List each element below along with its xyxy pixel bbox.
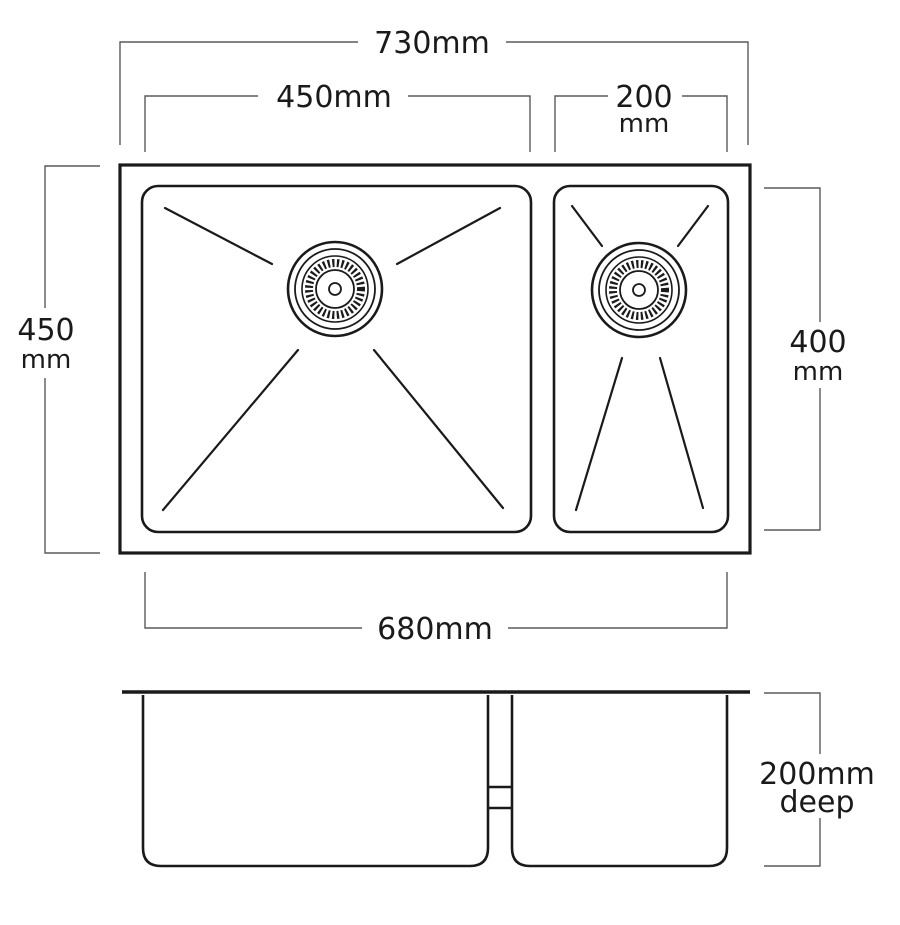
dim-bowl-depth: 200mm deep: [754, 692, 882, 867]
sink-side-view: [122, 690, 750, 868]
label-cutout-width: 680mm: [377, 612, 493, 647]
large-bowl-outline: [140, 184, 533, 534]
label-overall-width: 730mm: [374, 26, 490, 61]
label-bowl-depth-num: 200mm: [759, 757, 875, 792]
small-bowl: [552, 184, 730, 534]
label-bowl-depth-unit: deep: [780, 785, 855, 820]
dim-large-bowl-width: 450mm: [144, 80, 531, 152]
sink-plan-view: [118, 163, 752, 555]
label-large-bowl-width: 450mm: [276, 80, 392, 115]
dim-small-bowl-width: 200 mm: [554, 80, 728, 152]
large-drain-strainer-icon: [286, 240, 384, 338]
label-bowl-length-num: 400: [789, 325, 846, 360]
dim-bowl-length: 400 mm: [764, 187, 862, 531]
large-bowl: [140, 184, 533, 534]
dim-overall-width: 730mm: [119, 26, 749, 145]
dim-cutout-width: 680mm: [144, 572, 728, 647]
dim-overall-depth: 450 mm: [8, 165, 100, 554]
small-bowl-profile: [510, 695, 729, 868]
label-small-bowl-width-num: 200: [615, 80, 672, 115]
label-bowl-length-unit: mm: [793, 357, 844, 387]
sink-outer-outline: [118, 163, 752, 555]
label-small-bowl-width-unit: mm: [619, 109, 670, 139]
large-bowl-profile: [141, 695, 490, 868]
small-bowl-outline: [552, 184, 730, 534]
label-overall-depth-unit: mm: [21, 345, 72, 375]
small-drain-strainer-icon: [590, 241, 688, 339]
label-overall-depth-num: 450: [17, 313, 74, 348]
